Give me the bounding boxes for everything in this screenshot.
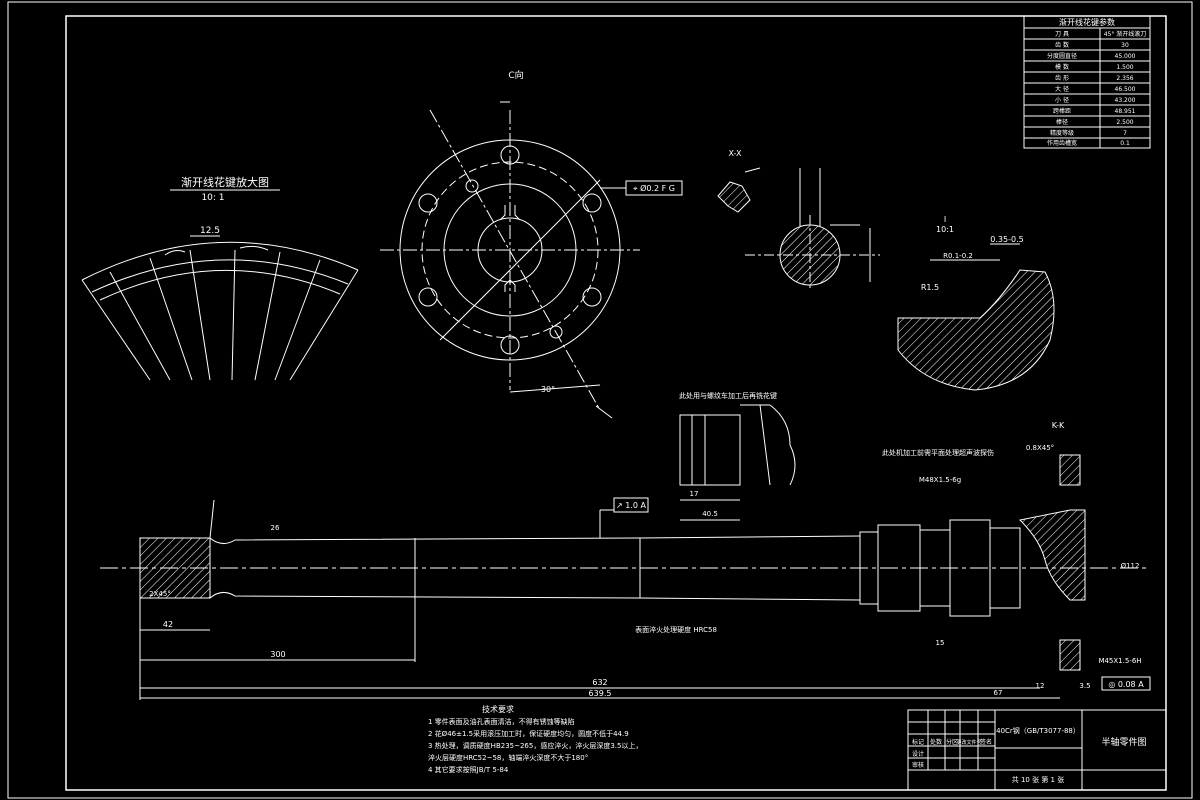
dim-phi112: Ø112	[1121, 562, 1140, 570]
title-block-material: 40Cr钢（GB/T3077-88）	[996, 726, 1080, 735]
dim-m45: M45X1.5-6H	[1098, 657, 1141, 665]
detail-i-scale: 10:1	[936, 225, 954, 234]
spline-row-value: 2.500	[1116, 119, 1133, 126]
spline-row-value: 48.951	[1115, 108, 1136, 115]
spline-row-value: 45° 渐开线滚刀	[1104, 30, 1147, 38]
title-block-label: 分区	[946, 738, 958, 746]
tolerance-frame-bottom-text: ◎ 0.08 A	[1108, 680, 1144, 689]
detail-i-radius: R0.1-0.2	[943, 252, 973, 260]
groove-dim-40-5: 40.5	[702, 510, 718, 518]
spline-parameter-table	[1023, 15, 1151, 149]
title-block-label: 更改文件号	[956, 739, 981, 746]
heat-note: 此处机加工前需平面处理超声波探伤	[882, 448, 994, 457]
spline-row-key: 棒径	[1056, 118, 1068, 126]
groove-dim-17: 17	[690, 490, 699, 498]
spline-row-value: 2.356	[1116, 75, 1133, 82]
title-block-role: 审核	[912, 761, 924, 769]
spline-row-key: 大 径	[1055, 85, 1069, 93]
dim-639: 639.5	[589, 689, 612, 698]
tech-note-item: 4 其它要求按照JB/T 5-84	[428, 765, 509, 774]
spline-row-key: 跨棒距	[1053, 107, 1071, 115]
dim-42: 42	[163, 620, 173, 629]
spline-row-value: 45.000	[1115, 53, 1136, 60]
section-x-label: X-X	[728, 149, 742, 158]
axle-shaft-main-view	[100, 454, 1150, 700]
surface-note: 表面淬火处理硬度 HRC58	[635, 625, 717, 634]
title-block-label: 处数	[930, 738, 942, 746]
tolerance-frame-bottom	[1101, 676, 1151, 691]
spline-row-value: 30	[1121, 42, 1129, 49]
dim-632: 632	[592, 678, 607, 687]
flange-c-view	[380, 101, 640, 419]
title-block-role: 设计	[912, 750, 924, 758]
tolerance-frame-runout-text: ↗ 1.0 A	[616, 501, 647, 510]
spline-detail-view	[81, 235, 359, 381]
round-section-view	[745, 168, 880, 290]
dim-300: 300	[270, 650, 285, 659]
spline-row-key: 模 数	[1055, 63, 1069, 71]
spline-row-key: 小 径	[1055, 96, 1069, 104]
tech-note-item: 淬火层硬度HRC52~58，轴端淬火深度不大于180°	[428, 753, 588, 762]
spline-row-key: 齿 形	[1055, 74, 1069, 82]
dim-15: 15	[936, 639, 945, 647]
detail-i-r1: R1.5	[921, 283, 939, 292]
dim-67: 67	[994, 689, 1003, 697]
spline-row-key: 作用齿槽宽	[1047, 139, 1077, 147]
spline-row-value: 46.500	[1115, 86, 1136, 93]
groove-note: 此处用与螺纹车加工后再铣花键	[679, 391, 777, 400]
tech-note-item: 2 花Ø46±1.5采用滚压加工时，保证硬度均匀，圆度不低于44.9	[428, 729, 629, 738]
spline-row-key: 刀 具	[1055, 31, 1069, 38]
spline-table-title: 渐开线花键参数	[1059, 17, 1115, 27]
c-view-label: C向	[508, 69, 523, 81]
title-block	[907, 709, 1167, 791]
spline-dim-12-5: 12.5	[200, 226, 220, 236]
dim-m48: M48X1.5-6g	[919, 476, 961, 484]
tolerance-frame-runout	[613, 497, 649, 513]
dim-12: 12	[1036, 682, 1045, 690]
dim-26: 26	[271, 524, 280, 532]
tech-notes-title: 技术要求	[482, 704, 514, 714]
title-block-label: 签名	[980, 738, 992, 746]
detail-i-dim: 0.35-0.5	[990, 235, 1023, 244]
detail-i-label: I	[944, 215, 946, 224]
outer-frame	[7, 1, 1193, 799]
spline-row-value: 1.500	[1116, 64, 1133, 71]
dim-0-8: 0.8X45°	[1026, 444, 1054, 452]
kk-section-label: K-K	[1052, 421, 1065, 430]
title-block-sheet: 共 10 张 第 1 张	[1012, 775, 1065, 784]
detail-i-view	[897, 243, 1055, 391]
tolerance-frame-c-text: ⌖ Ø0.2 F G	[633, 183, 675, 193]
spline-detail-title: 渐开线花键放大图	[181, 175, 269, 189]
spline-table-rows: 刀 具 45° 渐开线滚刀 齿 数 30 分度圆直径 45.000 模 数 1.…	[1047, 30, 1146, 147]
tech-note-item: 3 热处理，调质硬度HB235~265，感应淬火，淬火层深度3.5以上，	[428, 741, 642, 750]
c-view-angle: 30°	[541, 385, 555, 394]
tech-note-item: 1 零件表面及油孔表面清洁，不得有锈蚀等缺陷	[428, 717, 575, 726]
dim-chamfer: 2X45°	[149, 590, 171, 598]
section-x-view	[717, 167, 761, 213]
groove-detail-view	[679, 404, 796, 521]
spline-row-key: 精度等级	[1050, 129, 1074, 137]
spline-row-value: 43.200	[1115, 97, 1136, 104]
title-block-label: 标记	[912, 738, 924, 746]
title-block-name: 半轴零件图	[1101, 736, 1146, 748]
inner-frame	[65, 15, 1167, 791]
spline-row-key: 分度圆直径	[1047, 52, 1077, 60]
spline-detail-scale: 10: 1	[201, 193, 224, 203]
spline-row-value: 0.1	[1120, 140, 1130, 147]
spline-row-value: 7	[1123, 130, 1127, 137]
dim-3-5: 3.5	[1079, 682, 1090, 690]
spline-row-key: 齿 数	[1055, 41, 1069, 49]
